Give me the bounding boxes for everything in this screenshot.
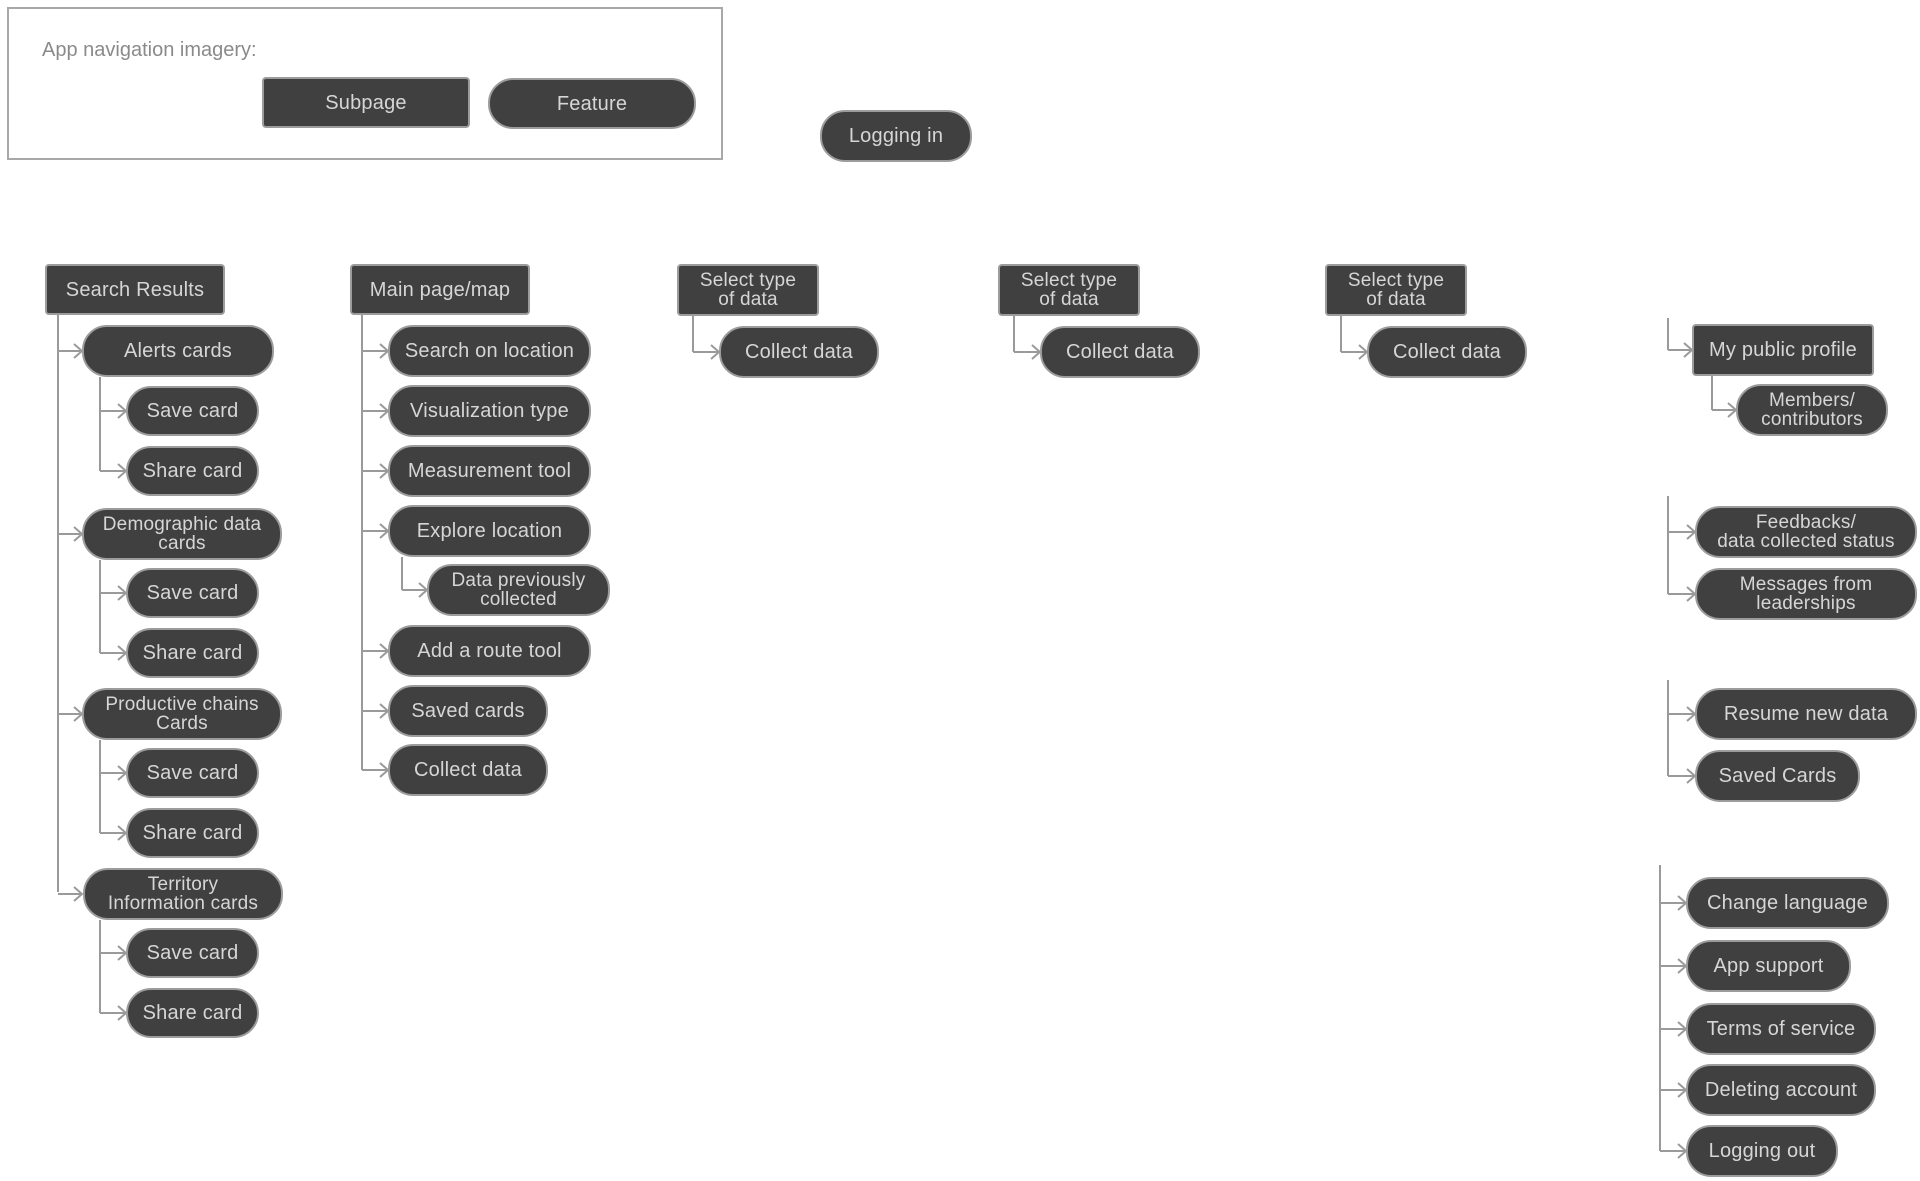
node-collect-data[interactable]: Collect data xyxy=(1367,326,1527,378)
node-my-public-profile[interactable]: My public profile xyxy=(1692,324,1874,376)
node-messages-from-leaderships[interactable]: Messages from leaderships xyxy=(1695,568,1917,620)
node-share-card[interactable]: Share card xyxy=(126,628,259,678)
node-search-results[interactable]: Search Results xyxy=(45,264,225,315)
node-share-card[interactable]: Share card xyxy=(126,808,259,858)
node-select-type-of-data[interactable]: Select type of data xyxy=(677,264,819,316)
node-measurement-tool[interactable]: Measurement tool xyxy=(388,445,591,497)
node-saved-cards[interactable]: Saved Cards xyxy=(1695,750,1860,802)
node-logging-out[interactable]: Logging out xyxy=(1686,1125,1838,1177)
node-app-support[interactable]: App support xyxy=(1686,940,1851,992)
node-share-card[interactable]: Share card xyxy=(126,446,259,496)
node-members-contributors[interactable]: Members/ contributors xyxy=(1736,384,1888,436)
node-save-card[interactable]: Save card xyxy=(126,748,259,798)
node-save-card[interactable]: Save card xyxy=(126,386,259,436)
node-search-on-location[interactable]: Search on location xyxy=(388,325,591,377)
legend-subpage: Subpage xyxy=(262,77,470,128)
node-feedbacks-status[interactable]: Feedbacks/ data collected status xyxy=(1695,506,1917,558)
node-add-route-tool[interactable]: Add a route tool xyxy=(388,625,591,677)
node-collect-data[interactable]: Collect data xyxy=(719,326,879,378)
node-select-type-of-data[interactable]: Select type of data xyxy=(998,264,1140,316)
node-productive-chains-cards[interactable]: Productive chains Cards xyxy=(82,688,282,740)
node-alerts-cards[interactable]: Alerts cards xyxy=(82,325,274,377)
node-change-language[interactable]: Change language xyxy=(1686,877,1889,929)
node-saved-cards[interactable]: Saved cards xyxy=(388,685,548,737)
node-demographic-data-cards[interactable]: Demographic data cards xyxy=(82,508,282,560)
node-data-previously-collected[interactable]: Data previously collected xyxy=(427,564,610,616)
node-terms-of-service[interactable]: Terms of service xyxy=(1686,1003,1876,1055)
arrow-head-icon xyxy=(73,886,84,902)
node-collect-data[interactable]: Collect data xyxy=(1040,326,1200,378)
node-visualization-type[interactable]: Visualization type xyxy=(388,385,591,437)
node-explore-location[interactable]: Explore location xyxy=(388,505,591,557)
node-territory-information-cards[interactable]: Territory Information cards xyxy=(83,868,283,920)
node-save-card[interactable]: Save card xyxy=(126,568,259,618)
node-save-card[interactable]: Save card xyxy=(126,928,259,978)
node-select-type-of-data[interactable]: Select type of data xyxy=(1325,264,1467,316)
legend-feature: Feature xyxy=(488,78,696,129)
node-logging-in[interactable]: Logging in xyxy=(820,110,972,162)
node-main-page-map[interactable]: Main page/map xyxy=(350,264,530,315)
node-deleting-account[interactable]: Deleting account xyxy=(1686,1064,1876,1116)
node-share-card[interactable]: Share card xyxy=(126,988,259,1038)
legend-title: App navigation imagery: xyxy=(42,39,257,61)
node-resume-new-data[interactable]: Resume new data xyxy=(1695,688,1917,740)
node-collect-data[interactable]: Collect data xyxy=(388,744,548,796)
